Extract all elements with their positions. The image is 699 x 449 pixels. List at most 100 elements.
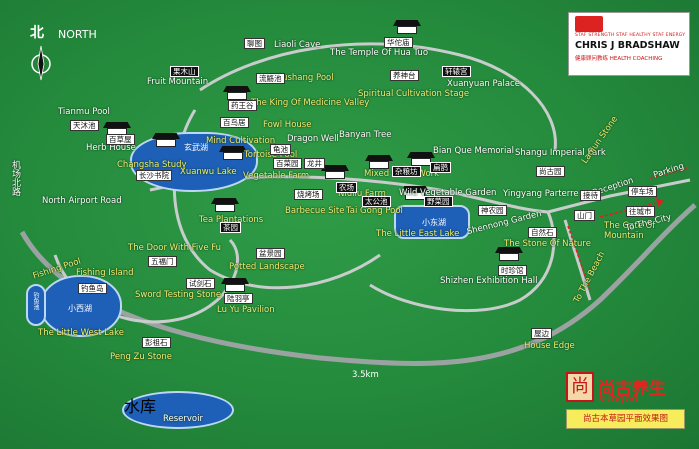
sign-fowl: 百鸟居 [220,117,249,128]
sign-sword: 试剑石 [186,278,215,289]
sign-fruit: 果木山 [170,66,199,77]
place-label-north-airport-road: North Airport Road [42,196,122,206]
place-label-changsha-study: Changsha Study [117,160,187,170]
sign-reception: 接待 [580,190,601,201]
sign-to-city: 往城市 [626,206,655,217]
place-label-king-medicine-valley: The King Of Medicine Valley [251,98,370,108]
place-label-fruit-mountain: Fruit Mountain [147,77,209,87]
compass-icon [30,22,52,86]
sign-niuliu: 农场 [336,182,357,193]
sign-peng-zu: 彭祖石 [142,337,171,348]
sign-taigong: 太公池 [362,196,391,207]
sign-barbecue: 烧烤场 [294,189,323,200]
sign-shangu: 尚古园 [536,166,565,177]
sungod-name-en: sungod [598,392,639,405]
place-label-peng-zu: Peng Zu Stone [110,352,172,362]
sungod-name-cn: 尚古养生 [598,379,666,399]
sign-huatuo: 华佗庙 [384,37,413,48]
place-label-door-five-fu: The Door With Five Fu [128,243,222,253]
sign-door-fu: 五福门 [148,256,177,267]
place-label-stone-nature: The Stone Of Nature [504,239,591,249]
to-beach-arrow [567,225,591,291]
sign-mixed-grain: 杂粮坊 [392,166,421,177]
building-icon [221,278,249,292]
brand-name: CHRIS J BRADSHAW [575,40,680,51]
reservoir-sign: 水库 [124,397,157,416]
east-road [369,211,556,313]
xuanwu-lake: 玄武湖 [130,132,258,192]
sign-liushang: 流觞池 [256,73,285,84]
sign-herb: 百草屋 [106,134,135,145]
place-label-herb-house: Herb House [86,143,136,153]
scale-label: 3.5km [352,370,379,380]
place-label-taigong-pool: Tai Gong Pool [346,206,403,216]
place-label-little-west-lake: The Little West Lake [38,328,124,338]
place-label-house-edge: House Edge [524,341,575,351]
sign-changsha: 长沙书院 [136,170,172,181]
place-label-spiritual-stage: Spiritual Cultivation Stage [358,89,470,99]
sign-bianque: 扁鹊 [430,162,451,173]
building-icon [152,133,180,147]
sign-tea: 茶园 [220,222,241,233]
sign-lu-yu: 陆羽亭 [224,293,253,304]
sign-potted: 盆景园 [256,248,285,259]
building-icon [495,247,523,261]
xuanwu-lake-sign: 玄武湖 [184,143,208,152]
sign-fishing-island: 钓鱼岛 [78,283,107,294]
place-label-fishing-island: Fishing Island [76,268,134,278]
place-label-temple-hua-tuo: The Temple Of Hua Tuo [330,48,429,58]
sign-wild-veg: 野菜园 [424,196,453,207]
map-title-box: 尚古本草园平面效果图 [566,409,685,429]
sign-xuanyuan: 轩辕宫 [442,66,471,77]
city-road [547,178,691,214]
sign-dragon: 龙井 [304,158,325,169]
sign-shizhen: 时珍馆 [498,265,527,276]
to-city-arrowhead [656,198,664,207]
sign-stone-nature: 自然石 [528,227,557,238]
place-label-tianmu-pool: Tianmu Pool [58,107,110,117]
sign-veg-farm: 百菜园 [273,158,302,169]
place-label-mind-cultivation: Mind Cultivation [206,136,276,146]
place-label-gate-mountain: The Gate Of Mountain [604,221,656,241]
place-label-barbecue: Barbecue Site [285,206,345,216]
brand-emblem-icon [575,16,603,32]
sign-king-valley: 药王谷 [228,100,257,111]
place-label-banyan-tree: Banyan Tree [339,130,392,140]
place-label-tortoise-pool: Tortoise Pool [244,150,298,160]
place-label-wild-veg: Wild Vegetable Garden [399,188,497,198]
place-label-lu-yu: Lu Yu Pavilion [217,305,275,315]
compass-label: NORTH [58,28,97,41]
building-icon [321,165,349,179]
parking-arrow [649,167,691,179]
fishing-pool-sign: 钓鱼池 [32,292,39,310]
little-east-lake-sign: 小东湖 [422,218,446,227]
sign-tianmu: 天沐池 [70,120,99,131]
building-icon [365,155,393,169]
building-icon [211,198,239,212]
place-label-vegetable-farm: Vegetable Farm [243,171,310,181]
west-lake-sign: 小西湖 [68,304,92,313]
sign-house-edge: 屋边 [531,328,552,339]
beach-road [563,219,592,301]
brand-subtitle: 健康顾问教练 HEALTH COACHING [575,56,663,62]
place-label-liaoli-cave: Liaoli Cave [274,40,321,50]
place-label-shangu-park: Shangu Imperial Park [515,148,606,158]
sign-parking: 停车场 [628,186,657,197]
sign-shennong: 神农园 [478,205,507,216]
place-label-fowl-house: Fowl House [263,120,312,130]
sign-spiritual: 养神台 [390,70,419,81]
sign-tortoise: 龟池 [270,144,291,155]
place-label-xuanwu-lake: Xuanwu Lake [180,167,237,177]
reservoir-lake: 水库 [122,391,234,429]
place-label-tea-plantations: Tea Plantations [199,215,264,225]
place-label-dragon-well: Dragon Well [287,134,339,144]
place-label-xuanyuan-palace: Xuanyuan Palace [447,79,520,89]
brand-tagline: STAF STRENGTH STAF HEALTHY STAF ENERGY [575,33,686,38]
fishing-pool: 钓鱼池 [26,284,46,326]
place-label-bian-que: Bian Que Memorial [433,146,514,156]
place-label-little-east-lake: The Little East Lake [376,229,460,239]
place-label-yingyang: Yingyang Parterre [503,189,579,199]
place-label-reservoir: Reservoir [163,414,203,424]
compass-cn: 北 [30,25,44,41]
